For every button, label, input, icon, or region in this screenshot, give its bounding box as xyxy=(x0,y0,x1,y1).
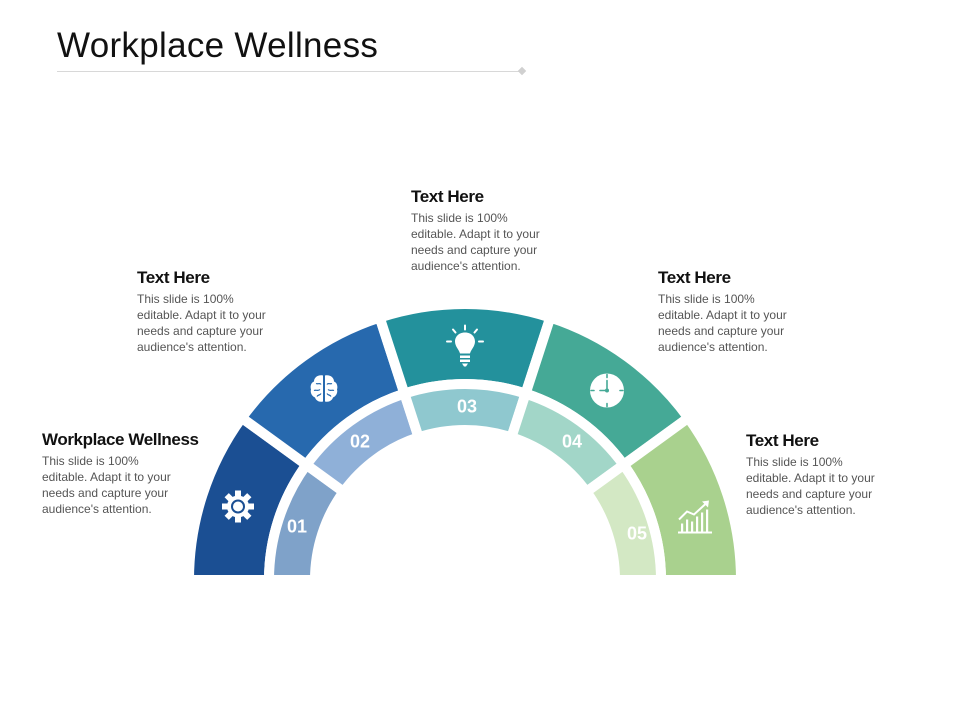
segment-number-03: 03 xyxy=(456,396,478,417)
block-body: This slide is 100% editable. Adapt it to… xyxy=(137,292,266,354)
text-block-04: Text Here This slide is 100% editable. A… xyxy=(658,268,788,355)
growth-chart-icon xyxy=(676,500,714,541)
block-heading: Text Here xyxy=(658,268,731,287)
text-block-02: Text Here This slide is 100% editable. A… xyxy=(137,268,267,355)
gear-icon xyxy=(221,490,255,529)
clock-icon xyxy=(589,373,625,414)
title-underline xyxy=(57,71,523,72)
page-title: Workplace Wellness xyxy=(57,26,379,65)
segment-number-05: 05 xyxy=(626,523,648,544)
text-block-05: Text Here This slide is 100% editable. A… xyxy=(746,431,876,518)
brain-icon xyxy=(308,373,340,410)
block-body: This slide is 100% editable. Adapt it to… xyxy=(42,454,171,516)
block-body: This slide is 100% editable. Adapt it to… xyxy=(658,292,787,354)
block-heading: Text Here xyxy=(411,187,484,206)
segment-number-01: 01 xyxy=(286,516,308,537)
block-heading: Workplace Wellness xyxy=(42,430,199,449)
block-body: This slide is 100% editable. Adapt it to… xyxy=(411,211,540,273)
block-heading: Text Here xyxy=(746,431,819,450)
block-body: This slide is 100% editable. Adapt it to… xyxy=(746,455,875,517)
segment-number-04: 04 xyxy=(561,431,583,452)
text-block-01: Workplace Wellness This slide is 100% ed… xyxy=(42,430,199,517)
text-block-03: Text Here This slide is 100% editable. A… xyxy=(411,187,541,274)
lightbulb-icon xyxy=(445,324,485,374)
segment-number-02: 02 xyxy=(349,431,371,452)
block-heading: Text Here xyxy=(137,268,210,287)
